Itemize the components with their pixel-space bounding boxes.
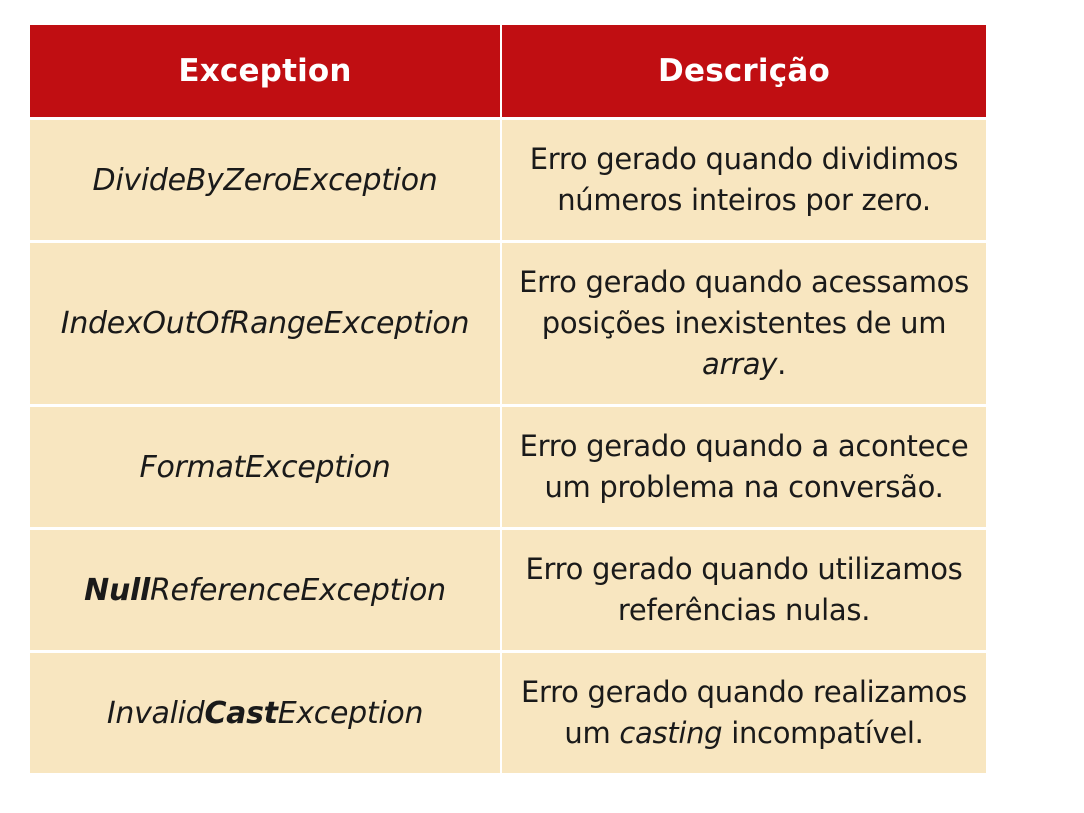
description-cell: Erro gerado quando acessamos posições in… <box>502 243 986 404</box>
description-text: Erro gerado quando realizamos um casting… <box>521 672 967 754</box>
exception-name-cell: IndexOutOfRangeException <box>30 243 500 404</box>
header-descricao: Descrição <box>502 25 986 117</box>
description-line: referências nulas. <box>617 593 871 627</box>
exception-name-part: DivideByZeroException <box>92 162 438 198</box>
description-line-end: . <box>777 347 786 381</box>
header-exception: Exception <box>30 25 500 117</box>
description-italic: casting <box>619 716 723 750</box>
description-line: Erro gerado quando a acontece <box>519 429 969 463</box>
header-descricao-label: Descrição <box>658 53 830 89</box>
exception-name-bold: Null <box>84 572 150 608</box>
description-line: um problema na conversão. <box>544 470 944 504</box>
description-line: Erro gerado quando realizamos <box>520 675 967 709</box>
description-italic: array <box>702 347 778 381</box>
description-text: Erro gerado quando dividimos números int… <box>529 139 959 221</box>
description-text: Erro gerado quando a acontece um problem… <box>520 426 969 508</box>
exceptions-table: Exception Descrição DivideByZeroExceptio… <box>30 25 986 773</box>
description-line-end: incompatível. <box>722 716 924 750</box>
description-line-start: um <box>564 716 620 750</box>
description-line: Erro gerado quando acessamos <box>519 265 969 299</box>
exception-name: InvalidCastException <box>106 695 424 731</box>
exception-name: NullReferenceException <box>84 573 446 608</box>
exception-name: FormatException <box>140 450 391 485</box>
description-cell: Erro gerado quando a acontece um problem… <box>502 407 986 527</box>
description-text: Erro gerado quando utilizamos referência… <box>526 549 963 631</box>
exception-name: DivideByZeroException <box>93 163 438 198</box>
description-cell: Erro gerado quando realizamos um casting… <box>502 653 986 773</box>
description-line: Erro gerado quando dividimos <box>529 142 959 176</box>
exception-name-cell: FormatException <box>30 407 500 527</box>
description-line: posições inexistentes de um <box>541 306 947 340</box>
description-line: Erro gerado quando utilizamos <box>525 552 963 586</box>
description-line: números inteiros por zero. <box>557 183 931 217</box>
exception-name-part: Invalid <box>106 695 205 731</box>
description-cell: Erro gerado quando dividimos números int… <box>502 120 986 240</box>
exception-name-part: Exception <box>277 695 424 731</box>
exception-name-bold: Cast <box>204 695 278 731</box>
description-cell: Erro gerado quando utilizamos referência… <box>502 530 986 650</box>
header-exception-label: Exception <box>178 53 352 89</box>
description-line: array. <box>519 344 969 385</box>
exception-name: IndexOutOfRangeException <box>60 306 470 341</box>
exception-name-part: IndexOutOfRangeException <box>60 306 470 341</box>
exception-name-part: ReferenceException <box>149 572 446 608</box>
exception-name-cell: InvalidCastException <box>30 653 500 773</box>
exception-name-cell: DivideByZeroException <box>30 120 500 240</box>
exception-name-cell: NullReferenceException <box>30 530 500 650</box>
description-text: Erro gerado quando acessamos posições in… <box>519 262 969 385</box>
exception-name-part: FormatException <box>139 449 391 485</box>
description-line: um casting incompatível. <box>521 713 967 754</box>
